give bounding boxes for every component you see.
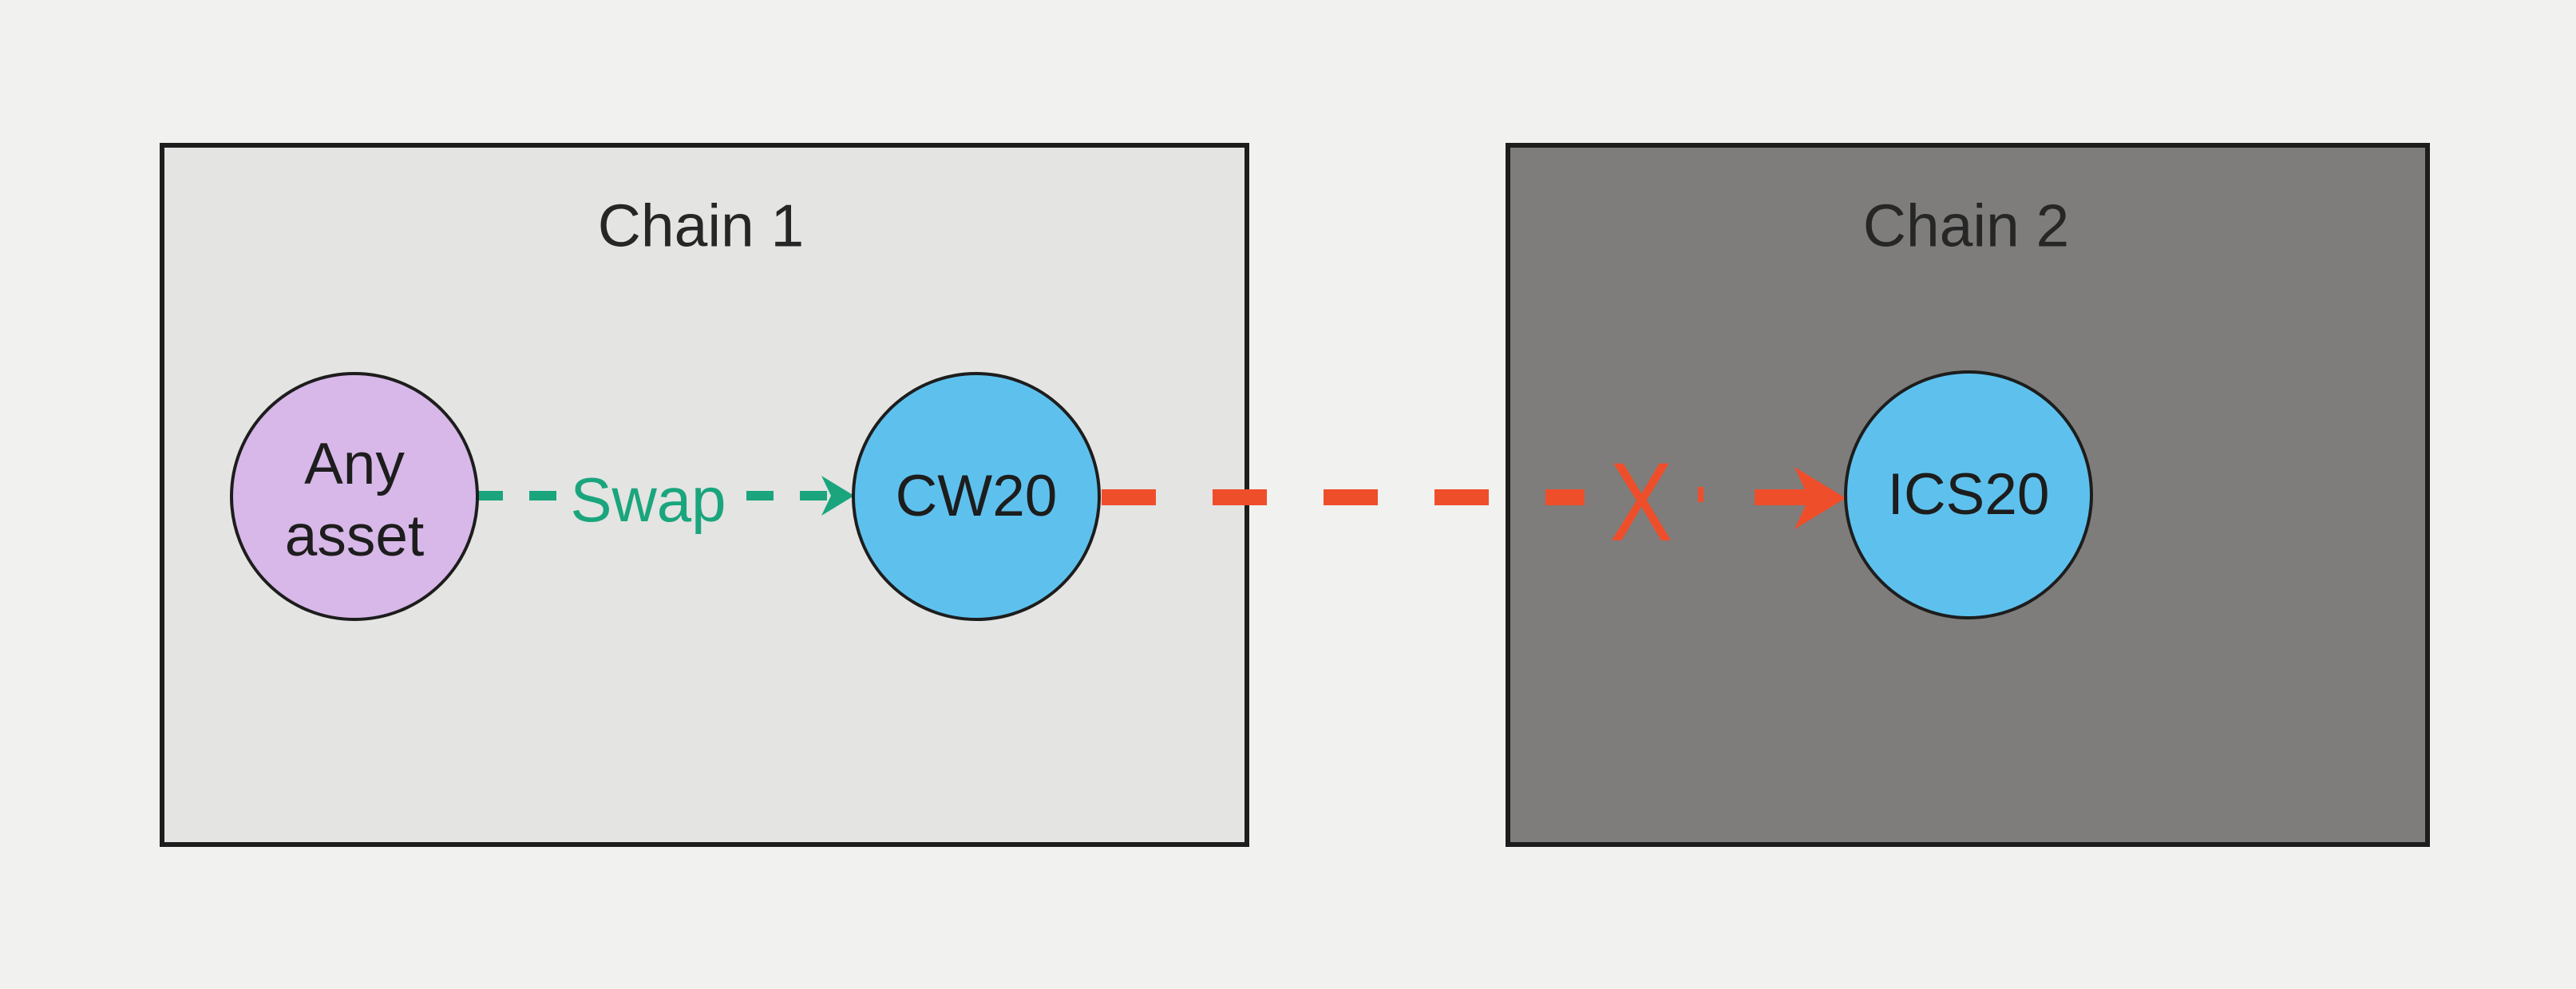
chain1-title: Chain 1 bbox=[597, 192, 805, 259]
node-any-asset-label-line1: Any bbox=[304, 432, 405, 496]
node-cw20: CW20 bbox=[852, 372, 1101, 621]
blocked-x-icon: X bbox=[1609, 439, 1673, 564]
node-any-asset-label-line2: asset bbox=[284, 504, 425, 568]
node-any-asset: Any asset bbox=[230, 372, 479, 621]
node-ics20-label: ICS20 bbox=[1887, 462, 2050, 527]
swap-edge-label: Swap bbox=[570, 465, 726, 535]
node-ics20: ICS20 bbox=[1844, 370, 2093, 619]
chain2-title: Chain 2 bbox=[1862, 192, 2070, 259]
node-cw20-label: CW20 bbox=[895, 464, 1058, 528]
